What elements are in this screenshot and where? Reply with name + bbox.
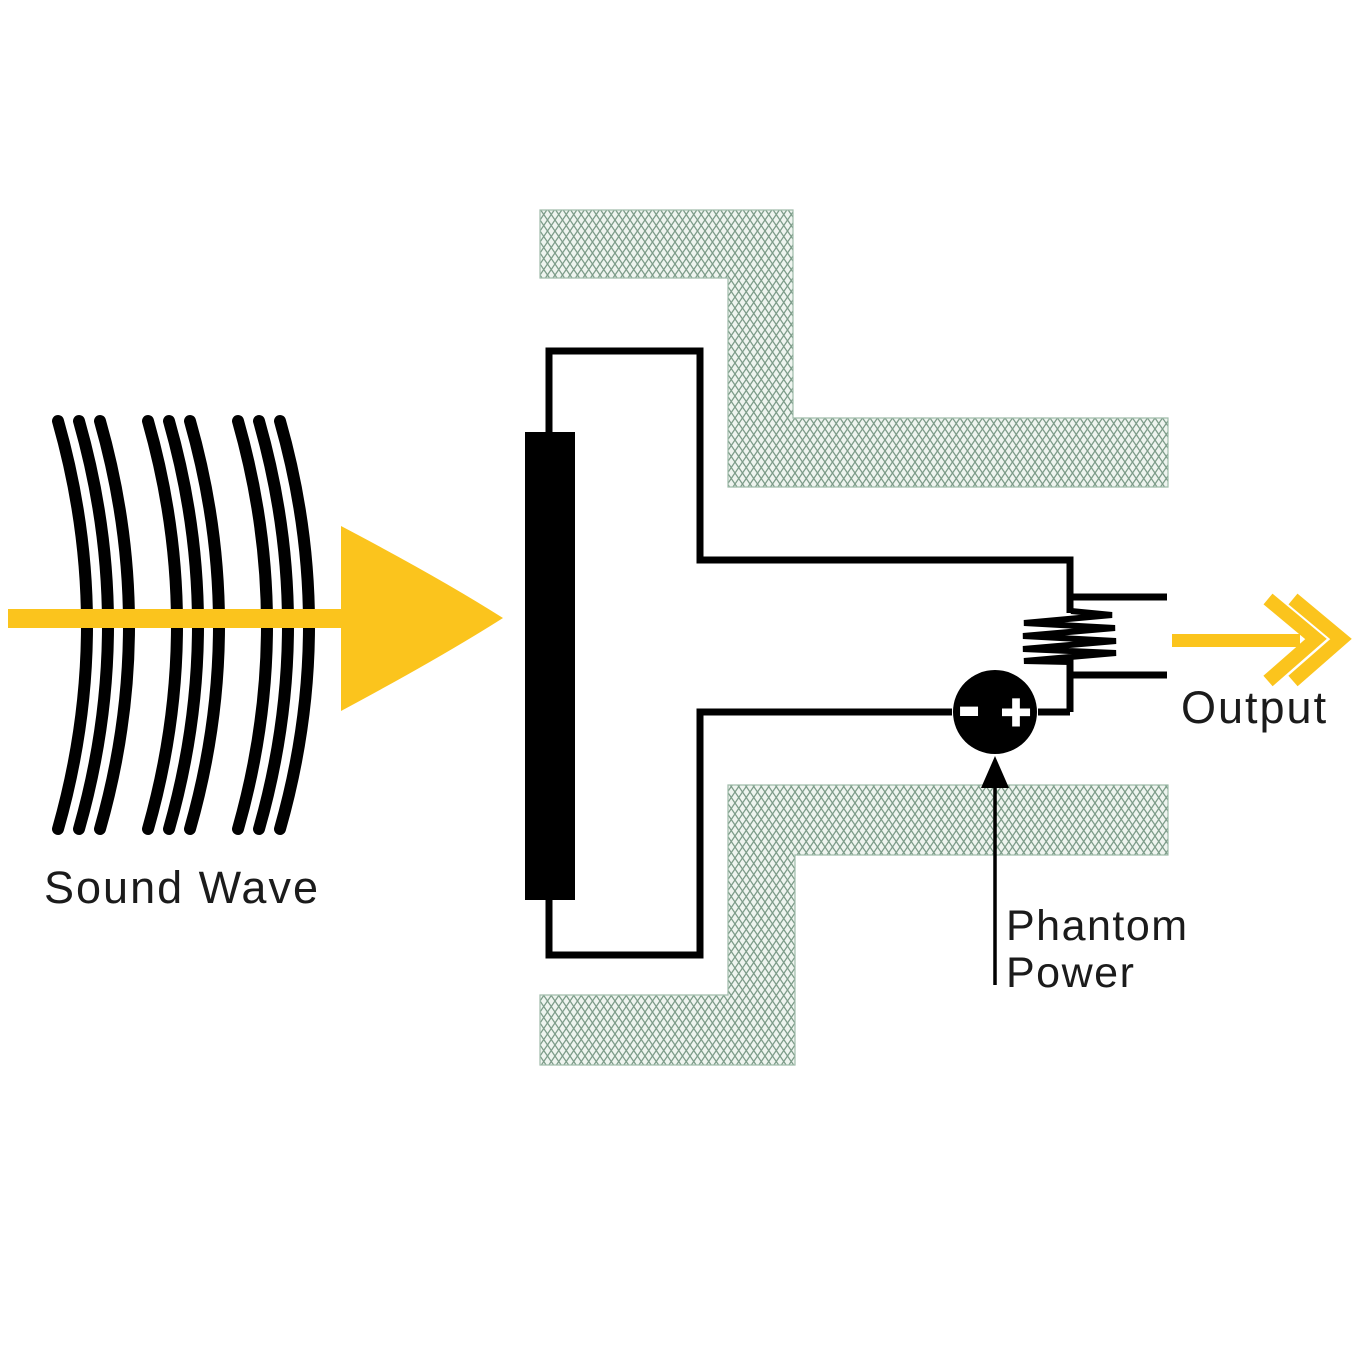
backplate-upper-hatch bbox=[539, 209, 1169, 488]
battery: - + bbox=[953, 670, 1037, 754]
battery-circle bbox=[953, 670, 1037, 754]
battery-plus-label: + bbox=[999, 689, 1033, 735]
wire-top bbox=[545, 347, 1074, 613]
circuit-wires bbox=[545, 347, 1167, 959]
battery-minus-label: - bbox=[958, 679, 980, 739]
output-arrow bbox=[1172, 593, 1352, 687]
diaphragm bbox=[525, 432, 575, 900]
backplate-lower-hatch bbox=[539, 784, 1169, 1066]
sound-wave-label: Sound Wave bbox=[44, 862, 320, 913]
wire-bottom bbox=[545, 708, 952, 959]
phantom-power-label-line2: Power bbox=[1006, 949, 1136, 997]
phantom-power-label-line1: Phantom bbox=[1006, 902, 1189, 950]
phantom-power-label: Phantom Power bbox=[1006, 903, 1189, 997]
resistor-coil bbox=[1022, 608, 1117, 665]
phantom-power-arrow bbox=[981, 756, 1009, 985]
output-label: Output bbox=[1181, 682, 1329, 733]
sound-direction-arrow bbox=[8, 526, 503, 711]
